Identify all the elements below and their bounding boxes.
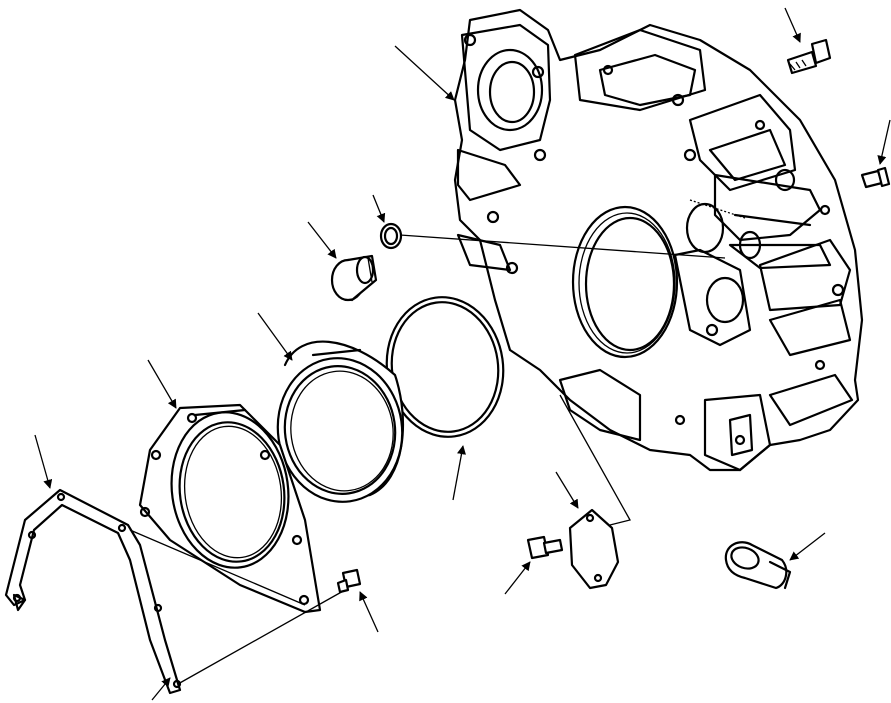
align-line-1	[129, 529, 306, 606]
leader-housing	[394, 45, 455, 101]
leader-dowel-bolt	[877, 119, 891, 165]
o-ring	[379, 222, 403, 250]
leader-seal-ring	[452, 445, 466, 501]
leader-gasket	[34, 434, 53, 489]
leader-housing-bolt	[784, 7, 801, 43]
plug	[330, 254, 378, 302]
leader-gasket-lower	[151, 677, 171, 701]
centerline-plug	[399, 234, 726, 259]
align-line-2	[177, 589, 346, 685]
hose-clamp	[724, 541, 792, 590]
housing-bolt	[786, 38, 832, 75]
flywheel-housing	[453, 8, 864, 472]
leader-plug	[307, 221, 337, 259]
leader-gasket-bolt	[359, 591, 379, 633]
leader-cover-plate	[555, 471, 579, 509]
leader-cover-bolt	[504, 561, 531, 595]
dowel-bolt	[860, 166, 891, 189]
cover-bolt	[526, 535, 564, 560]
gasket-bolt	[336, 568, 362, 594]
leader-o-ring	[372, 194, 386, 223]
cover-plate	[568, 508, 620, 590]
leader-seal-housing	[147, 359, 177, 409]
leader-rear-seal	[257, 312, 293, 361]
leader-hose-clamp	[789, 532, 826, 561]
gasket	[4, 488, 182, 695]
rear-seal	[276, 340, 404, 503]
